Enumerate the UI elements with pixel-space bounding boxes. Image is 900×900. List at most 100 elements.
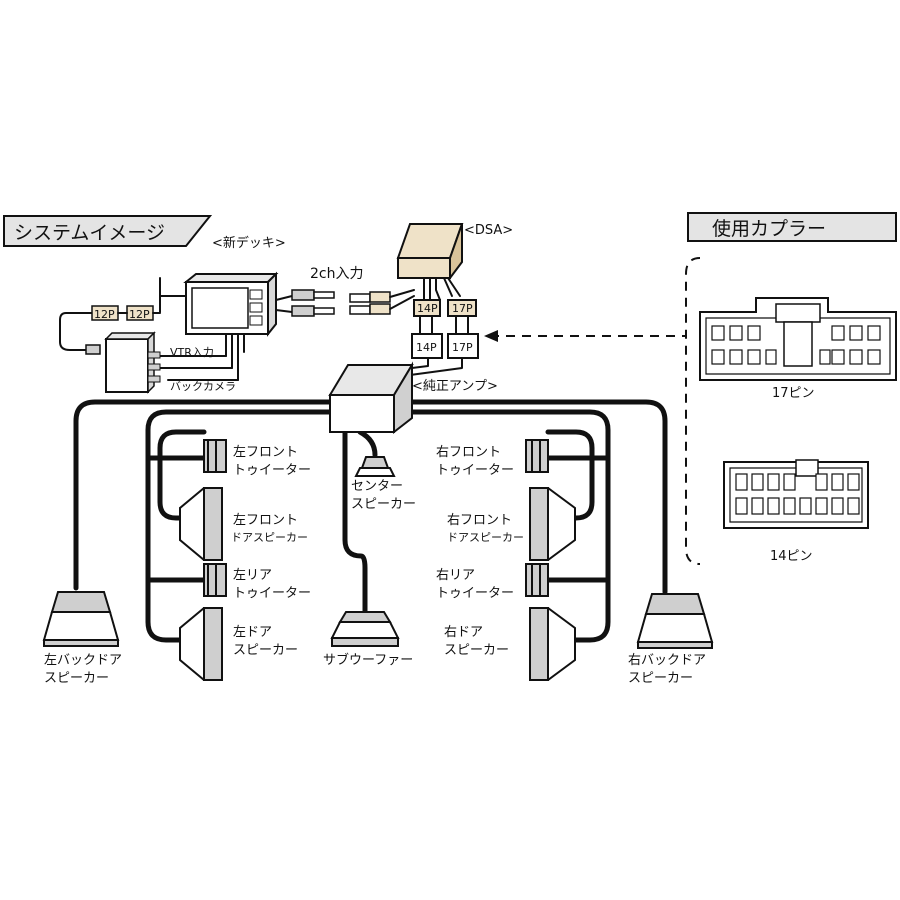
coupler-pin xyxy=(729,325,743,341)
coupler-14pin-label: 14ピン xyxy=(770,549,813,564)
left-back-door-label-2: スピーカー xyxy=(44,671,109,686)
coupler-pin xyxy=(783,473,796,491)
left-front-tweeter-label-2: トゥイーター xyxy=(233,463,311,478)
coupler-pin xyxy=(767,497,780,515)
left-rear-tweeter: 左リア トゥイーター xyxy=(203,563,311,601)
right-front-door-label-1: 右フロント xyxy=(447,513,512,528)
left-door-label-2: スピーカー xyxy=(233,643,298,658)
left-front-door-label-2: ドアスピーカー xyxy=(231,531,308,544)
left-door-speaker: 左ドア スピーカー xyxy=(179,607,298,681)
coupler-14pin: 14ピン xyxy=(723,459,869,564)
amp-connector-14p: 14P xyxy=(411,333,443,359)
head-unit-av-wires xyxy=(159,355,239,381)
right-back-door-label-2: スピーカー xyxy=(628,671,693,686)
coupler-pin xyxy=(815,497,828,515)
coupler-pin xyxy=(831,349,845,365)
camera-connector-a-label: 12P xyxy=(94,308,115,321)
left-front-tweeter-label-1: 左フロント xyxy=(233,445,298,460)
left-rear-tweeter-label-2: トゥイーター xyxy=(233,586,311,601)
right-front-tweeter-label-1: 右フロント xyxy=(436,445,501,460)
coupler-pin xyxy=(831,325,845,341)
coupler-pin xyxy=(729,349,743,365)
left-front-tweeter: 左フロント トゥイーター xyxy=(203,439,311,478)
speaker-harness xyxy=(73,399,668,643)
dsa-label: <DSA> xyxy=(464,223,513,238)
coupler-pin xyxy=(711,325,725,341)
coupler-17pin-label: 17ピン xyxy=(772,386,815,401)
left-front-door-label-1: 左フロント xyxy=(233,513,298,528)
factory-amp-label: <純正アンプ> xyxy=(412,379,498,394)
center-speaker: センター スピーカー xyxy=(351,456,416,512)
coupler-title: 使用カプラー xyxy=(712,218,826,240)
dsa-connector-14p: 14P xyxy=(413,299,441,317)
svg-text:17P: 17P xyxy=(452,341,473,354)
svg-text:17P: 17P xyxy=(452,302,473,315)
svg-text:14P: 14P xyxy=(417,302,438,315)
coupler-pin xyxy=(751,473,764,491)
coupler-pin xyxy=(765,349,777,365)
coupler-pin xyxy=(711,349,725,365)
coupler-pin xyxy=(767,473,780,491)
camera-unit xyxy=(105,338,149,393)
center-label-1: センター xyxy=(351,479,403,494)
rca-input-plugs: 2ch入力 xyxy=(275,266,415,317)
coupler-pin xyxy=(747,325,761,341)
system-image-header: システムイメージ xyxy=(3,215,213,247)
right-rear-tweeter-label-1: 右リア xyxy=(436,568,475,583)
head-unit-label: <新デッキ> xyxy=(212,235,286,251)
coupler-pin xyxy=(831,497,844,515)
dsa-unit: <DSA> xyxy=(396,223,513,301)
coupler-header: 使用カプラー xyxy=(687,212,897,242)
right-door-label-2: スピーカー xyxy=(444,643,509,658)
coupler-17pin: 17ピン xyxy=(699,297,897,401)
left-front-door-speaker: 左フロント ドアスピーカー xyxy=(179,487,308,561)
right-front-door-label-2: ドアスピーカー xyxy=(447,531,524,544)
subwoofer: サブウーファー xyxy=(323,611,413,668)
amp-connector-17p: 17P xyxy=(447,333,479,359)
right-door-speaker: 右ドア スピーカー xyxy=(444,607,576,681)
subwoofer-label: サブウーファー xyxy=(323,652,413,668)
svg-text:14P: 14P xyxy=(416,341,437,354)
center-label-2: スピーカー xyxy=(351,497,416,512)
coupler-pin xyxy=(867,325,881,341)
coupler-pin xyxy=(815,473,828,491)
vtr-input-label: VTR入力 xyxy=(170,346,214,359)
coupler-pin xyxy=(867,349,881,365)
left-back-door-label-1: 左バックドア xyxy=(44,653,122,668)
coupler-pin xyxy=(847,473,860,491)
right-front-tweeter-label-2: トゥイーター xyxy=(436,463,514,478)
back-camera-label: バックカメラ xyxy=(170,380,236,393)
coupler-pin xyxy=(747,349,761,365)
right-door-label-1: 右ドア xyxy=(444,625,483,640)
system-image-title: システムイメージ xyxy=(14,222,165,244)
left-door-label-1: 左ドア xyxy=(233,625,272,640)
right-front-tweeter: 右フロント トゥイーター xyxy=(436,439,549,478)
right-rear-tweeter: 右リア トゥイーター xyxy=(436,563,549,601)
head-unit: <新デッキ> xyxy=(183,235,286,337)
coupler-pin xyxy=(847,497,860,515)
coupler-pin xyxy=(735,473,748,491)
coupler-pin xyxy=(831,473,844,491)
right-rear-tweeter-label-2: トゥイーター xyxy=(436,586,514,601)
coupler-pin xyxy=(819,349,831,365)
coupler-pin xyxy=(849,325,863,341)
right-front-door-speaker: 右フロント ドアスピーカー xyxy=(447,487,576,561)
coupler-pin xyxy=(799,497,812,515)
camera-connector-b-label: 12P xyxy=(129,308,150,321)
coupler-arrow xyxy=(484,257,701,565)
stereo-input-label: 2ch入力 xyxy=(310,266,363,282)
right-back-door-label-1: 右バックドア xyxy=(628,653,706,668)
coupler-pin xyxy=(735,497,748,515)
head-unit-wires xyxy=(225,333,245,381)
factory-amp: <純正アンプ> xyxy=(328,361,498,435)
left-rear-tweeter-label-1: 左リア xyxy=(233,568,272,583)
coupler-pin xyxy=(849,349,863,365)
coupler-pin xyxy=(751,497,764,515)
dsa-connector-17p: 17P xyxy=(447,299,477,317)
dsa-to-amp-wires xyxy=(419,315,469,335)
coupler-pin xyxy=(783,497,796,515)
camera-connectors: 12P 12P VTR入力 バックカメラ xyxy=(59,277,236,394)
right-back-door-speaker: 右バックドア スピーカー xyxy=(628,593,714,686)
left-back-door-speaker: 左バックドア スピーカー xyxy=(42,591,122,686)
